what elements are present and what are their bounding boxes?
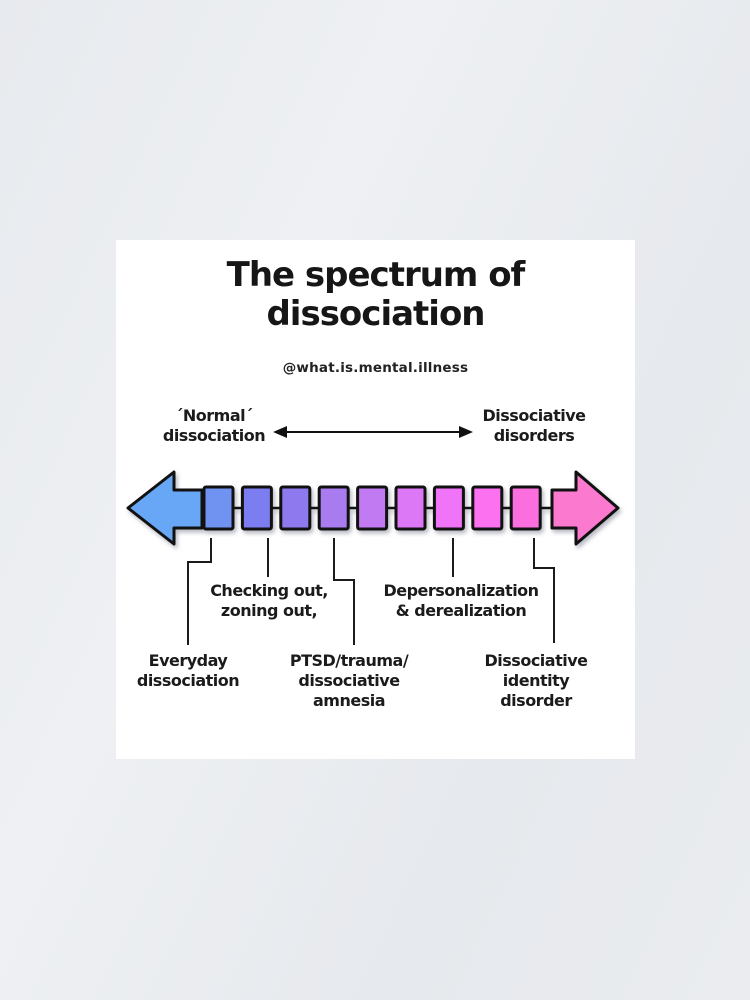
spectrum-diagram: [126, 426, 620, 645]
title-line-2: dissociation: [266, 294, 485, 335]
spectrum-segment-3: [279, 485, 312, 531]
spectrum-segment-5: [356, 485, 389, 531]
callout-depersonalization: Depersonalization & derealization: [383, 581, 539, 620]
spectrum-segments: [202, 485, 542, 531]
spectrum-arrow-shapes: [126, 470, 620, 546]
spectrum-segment-8: [471, 485, 504, 531]
spectrum-segment-7: [432, 485, 465, 531]
connector-did: [533, 538, 555, 643]
instagram-handle: @what.is.mental.illness: [282, 360, 469, 376]
spectrum-segment-2: [240, 485, 273, 531]
dissociative-disorders-label: Dissociative disorders: [482, 406, 586, 445]
spectrum-segment-6: [394, 485, 427, 531]
callout-ptsd: PTSD/trauma/ dissociative amnesia: [289, 651, 409, 710]
title-line-1: The spectrum of: [226, 255, 526, 295]
spectrum-segment-9: [509, 485, 542, 531]
spectrum-segment-4: [317, 485, 350, 531]
callout-did: Dissociative identity disorder: [484, 651, 588, 710]
normal-dissociation-label: ´Normal´ dissociation: [162, 406, 266, 445]
spectrum-left-arrow: [126, 470, 204, 546]
callout-checking-out: Checking out, zoning out,: [210, 581, 328, 620]
poster-title: The spectrum of dissociation: [116, 255, 635, 335]
callout-everyday: Everyday dissociation: [136, 651, 240, 690]
spectrum-right-arrow: [550, 470, 620, 546]
connector-ptsd: [333, 538, 355, 645]
double-headed-arrow-icon: [273, 426, 473, 438]
callout-connector-lines: [187, 538, 555, 645]
connector-everyday: [187, 538, 212, 645]
poster-card: The spectrum of dissociation @what.is.me…: [116, 240, 635, 759]
spectrum-segment-1: [202, 485, 235, 531]
